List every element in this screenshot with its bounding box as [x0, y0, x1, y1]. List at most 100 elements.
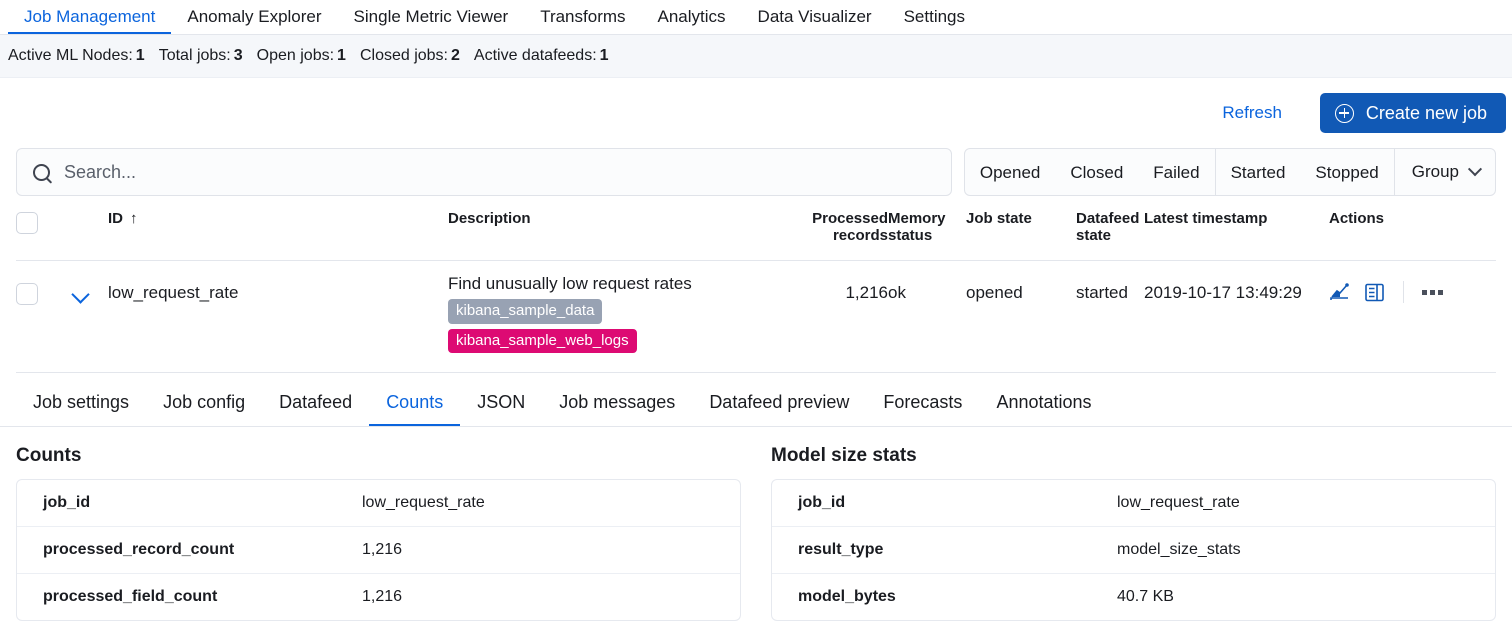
table-row: processed_field_count 1,216 [17, 574, 740, 620]
counts-key-processed-field-count: processed_field_count [43, 587, 218, 605]
model-key-result-type: result_type [798, 540, 884, 558]
create-new-job-button[interactable]: Create new job [1319, 93, 1506, 133]
nav-tab-settings[interactable]: Settings [903, 7, 966, 26]
column-header-job-state[interactable]: Job state [966, 210, 1032, 227]
tab-forecasts[interactable]: Forecasts [883, 391, 963, 412]
tab-datafeed-preview[interactable]: Datafeed preview [709, 391, 850, 412]
stat-value: 1 [135, 47, 145, 64]
column-header-latest-timestamp[interactable]: Latest timestamp [1144, 210, 1268, 227]
ml-stats-bar: Active ML Nodes:1 Total jobs:3 Open jobs… [0, 35, 1512, 78]
tab-job-config[interactable]: Job config [163, 391, 246, 412]
anomaly-explorer-icon[interactable] [1364, 282, 1385, 303]
column-header-description[interactable]: Description [448, 210, 531, 227]
cell-description: Find unusually low request rates kibana_… [448, 273, 768, 358]
stat-value: 1 [337, 47, 346, 64]
nav-tab-analytics[interactable]: Analytics [657, 7, 726, 26]
stat-label: Total jobs: [158, 47, 231, 64]
cell-job-state: opened [966, 283, 1023, 302]
table-row: result_type model_size_stats [772, 527, 1495, 574]
counts-key-processed-record-count: processed_record_count [43, 540, 235, 558]
model-size-stats-panel-title: Model size stats [771, 444, 917, 466]
search-box[interactable] [16, 148, 952, 196]
job-detail-tabs: Job settings Job config Datafeed Counts … [0, 373, 1512, 427]
group-badge-kibana-sample-data[interactable]: kibana_sample_data [448, 299, 603, 324]
jobs-table: ID ↑ Description Processed records Memory… [0, 196, 1512, 373]
column-header-id[interactable]: ID ↑ [108, 210, 448, 227]
filter-stopped[interactable]: Stopped [1315, 162, 1379, 182]
stat-label: Active ML Nodes: [8, 47, 133, 64]
tab-job-settings[interactable]: Job settings [33, 391, 130, 412]
tab-job-messages[interactable]: Job messages [559, 391, 676, 412]
plus-circle-icon [1334, 103, 1354, 123]
select-all-checkbox[interactable] [16, 212, 38, 234]
column-header-memory-status[interactable]: Memory status [888, 210, 946, 244]
table-row: processed_record_count 1,216 [17, 527, 740, 574]
tab-annotations[interactable]: Annotations [996, 391, 1092, 412]
counts-key-job-id: job_id [43, 493, 91, 511]
stat-total-jobs: Total jobs:3 [159, 47, 243, 65]
filter-failed[interactable]: Failed [1153, 162, 1200, 182]
model-key-job-id: job_id [798, 493, 846, 511]
stat-label: Open jobs: [256, 47, 335, 64]
model-value-model-bytes: 40.7 KB [1117, 587, 1174, 605]
search-icon [33, 163, 50, 181]
cell-processed-records: 1,216 [845, 283, 888, 302]
table-row: model_bytes 40.7 KB [772, 574, 1495, 620]
column-header-datafeed-state[interactable]: Datafeed state [1076, 210, 1140, 244]
column-header-actions: Actions [1329, 210, 1385, 227]
create-new-job-label: Create new job [1365, 102, 1487, 123]
stat-value: 3 [233, 47, 243, 64]
stat-value: 2 [451, 47, 460, 64]
job-detail-panels: Counts job_id low_request_rate processed… [0, 427, 1512, 621]
nav-tab-transforms[interactable]: Transforms [540, 7, 626, 26]
refresh-button[interactable]: Refresh [1222, 103, 1282, 122]
stat-active-datafeeds: Active datafeeds:1 [474, 47, 609, 65]
stat-open-jobs: Open jobs:1 [257, 47, 346, 65]
filter-group-group: Group [1395, 149, 1495, 195]
cell-datafeed-state: started [1076, 283, 1128, 302]
filter-opened[interactable]: Opened [979, 162, 1041, 182]
group-dropdown[interactable]: Group [1395, 162, 1495, 182]
table-row: low_request_rate Find unusually low requ… [16, 261, 1496, 373]
job-description-text: Find unusually low request rates [448, 274, 692, 293]
model-size-stats-table: job_id low_request_rate result_type mode… [771, 478, 1496, 621]
tab-datafeed[interactable]: Datafeed [279, 391, 353, 412]
counts-panel-title: Counts [16, 444, 82, 466]
sort-ascending-icon: ↑ [130, 210, 138, 227]
model-value-result-type: model_size_stats [1117, 540, 1241, 558]
stat-label: Active datafeeds: [473, 47, 597, 64]
single-metric-viewer-icon[interactable] [1329, 282, 1350, 303]
column-header-processed-records[interactable]: Processed records [812, 210, 888, 244]
primary-nav: Job Management Anomaly Explorer Single M… [0, 0, 1512, 35]
chevron-down-icon[interactable] [71, 285, 90, 304]
more-actions-icon[interactable] [1422, 289, 1443, 295]
tab-json[interactable]: JSON [477, 391, 526, 412]
actions-divider [1403, 281, 1404, 303]
column-header-id-label: ID [108, 210, 123, 227]
select-all-cell [16, 210, 66, 234]
nav-tab-anomaly-explorer[interactable]: Anomaly Explorer [187, 7, 322, 26]
stat-closed-jobs: Closed jobs:2 [360, 47, 460, 65]
model-key-model-bytes: model_bytes [798, 587, 896, 605]
table-row: job_id low_request_rate [17, 480, 740, 527]
model-size-stats-panel: Model size stats job_id low_request_rate… [771, 445, 1496, 621]
search-input[interactable] [64, 161, 951, 183]
row-select-checkbox[interactable] [16, 283, 38, 305]
counts-table: job_id low_request_rate processed_record… [16, 478, 741, 621]
stat-label: Closed jobs: [359, 47, 448, 64]
cell-latest-timestamp: 2019-10-17 13:49:29 [1144, 283, 1302, 302]
cell-job-id[interactable]: low_request_rate [108, 283, 239, 302]
tab-counts[interactable]: Counts [369, 392, 461, 426]
row-select-cell [16, 273, 66, 305]
group-badge-kibana-sample-web-logs[interactable]: kibana_sample_web_logs [448, 328, 637, 353]
stat-value: 1 [599, 47, 609, 64]
stat-active-ml-nodes: Active ML Nodes:1 [8, 47, 145, 65]
filter-started[interactable]: Started [1230, 162, 1286, 182]
nav-tab-data-visualizer[interactable]: Data Visualizer [757, 7, 872, 26]
counts-value-job-id: low_request_rate [362, 493, 485, 511]
nav-tab-single-metric-viewer[interactable]: Single Metric Viewer [353, 7, 509, 26]
row-expand-cell [66, 273, 108, 304]
filter-closed[interactable]: Closed [1070, 162, 1124, 182]
table-header-row: ID ↑ Description Processed records Memory… [16, 196, 1496, 261]
nav-tab-job-management[interactable]: Job Management [8, 8, 172, 34]
